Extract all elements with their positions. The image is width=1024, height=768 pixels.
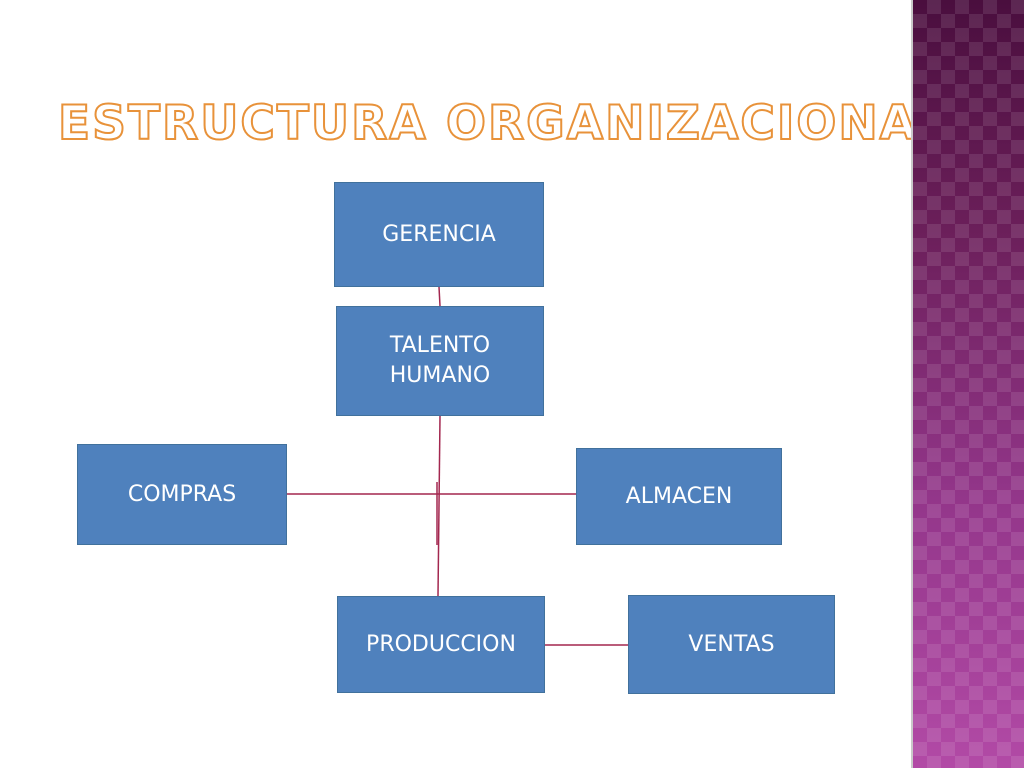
node-almacen-label: ALMACEN (625, 483, 733, 509)
node-talento-humano-label: TALENTO HUMANO (389, 333, 491, 388)
node-produccion: PRODUCCION (337, 596, 545, 693)
connector-gerencia-talento (438, 286, 441, 307)
node-compras-label: COMPRAS (127, 481, 237, 507)
node-gerencia-label: GERENCIA (382, 221, 496, 247)
node-talento-humano: TALENTO HUMANO (336, 306, 544, 416)
node-ventas-label: VENTAS (688, 631, 775, 657)
node-ventas: VENTAS (628, 595, 835, 694)
decorative-side-band (913, 0, 1024, 768)
node-produccion-label: PRODUCCION (366, 631, 516, 657)
side-band-edge (911, 0, 913, 768)
connector-talento-produccion (437, 415, 441, 597)
slide-title: ESTRUCTURA ORGANIZACIONAL (57, 95, 950, 152)
node-almacen: ALMACEN (576, 448, 782, 545)
node-gerencia: GERENCIA (334, 182, 544, 287)
node-compras: COMPRAS (77, 444, 287, 545)
